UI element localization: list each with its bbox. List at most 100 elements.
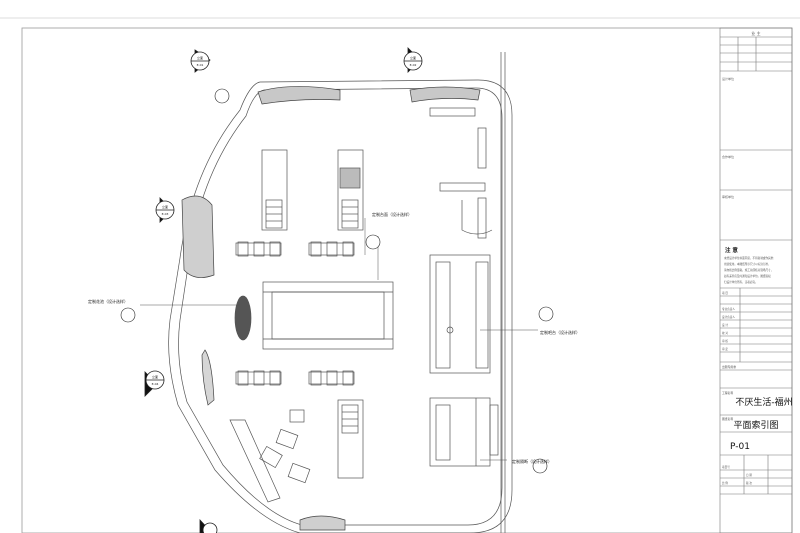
table-set bbox=[308, 242, 355, 256]
bar-back-counter bbox=[475, 261, 489, 369]
chair bbox=[310, 370, 322, 386]
notes-line: 未经设计单位书面同意，不得复制或作其他 bbox=[724, 256, 774, 260]
lounge-chair bbox=[287, 462, 311, 484]
planting-bed bbox=[409, 86, 481, 103]
sculpture-feature bbox=[234, 295, 252, 341]
annotation-label: 定制隔断（设计选样） bbox=[512, 458, 552, 464]
drawing-name: 平面索引图 bbox=[733, 419, 778, 431]
index-marker-label: E-02 bbox=[410, 63, 417, 67]
sink bbox=[446, 326, 454, 334]
chair bbox=[326, 241, 338, 257]
index-marker-label: E-04 bbox=[152, 382, 159, 386]
wall-shelf bbox=[477, 197, 487, 239]
chair bbox=[342, 241, 354, 257]
partition-cabinet bbox=[435, 404, 451, 461]
title-design-unit: 设计单位 bbox=[722, 76, 734, 81]
chair bbox=[269, 241, 281, 257]
project-name: 不厌生活-福州 bbox=[735, 396, 792, 408]
bar-counter-zone bbox=[429, 254, 491, 374]
shelf bbox=[439, 182, 486, 192]
footer-label: 日 期 bbox=[746, 473, 752, 477]
notes-line: 用途使用。本图纸所示尺寸以标注为准， bbox=[724, 262, 771, 266]
planting-bed bbox=[201, 349, 215, 406]
chair bbox=[253, 241, 265, 257]
title-review-unit: 审核单位 bbox=[722, 194, 734, 199]
building-outline-inner bbox=[178, 87, 503, 526]
title-consult-unit: 合作单位 bbox=[722, 154, 734, 159]
table-set bbox=[235, 242, 282, 256]
title-footer: 项目号 日 期 比 例 版 次 bbox=[722, 465, 752, 485]
index-marker-2: 立面 E-02 bbox=[403, 47, 423, 73]
index-marker-label: 立面 bbox=[410, 55, 416, 60]
side-table bbox=[289, 409, 305, 423]
planting-bed bbox=[257, 86, 341, 105]
drawing-number: P-01 bbox=[730, 442, 750, 452]
sheet-outer-border bbox=[21, 27, 793, 533]
column bbox=[489, 404, 499, 456]
drawing-name-label: 图纸名称 bbox=[722, 417, 733, 421]
notes-line: 归设计单位所有，违者必究。 bbox=[724, 280, 758, 284]
planting-bed bbox=[299, 515, 346, 531]
index-marker-label: 立面 bbox=[152, 374, 158, 379]
sign-row-label: 设 计 bbox=[722, 323, 728, 327]
chair bbox=[253, 370, 265, 386]
index-marker-label: E-03 bbox=[162, 212, 169, 216]
stamp-label: 出图专用章 bbox=[722, 365, 736, 369]
notes-line: 请勿按比例量取。施工前须核对现场尺寸， bbox=[724, 268, 773, 272]
shelf bbox=[429, 107, 476, 117]
partition-zone bbox=[429, 397, 491, 467]
index-marker-4: 立面 E-04 bbox=[144, 370, 165, 397]
title-header-top: 业 主 bbox=[751, 30, 760, 36]
chair bbox=[326, 370, 338, 386]
project-name-label: 工程名称 bbox=[722, 391, 733, 395]
sign-row-label: 项 目 bbox=[722, 291, 728, 295]
annotation-label: 定制花池（设计选样） bbox=[88, 298, 128, 304]
planting-bed bbox=[181, 195, 215, 278]
floor-plan bbox=[168, 52, 513, 533]
table-set bbox=[308, 371, 355, 385]
lounge-chair bbox=[259, 445, 283, 469]
index-marker-5 bbox=[199, 518, 218, 533]
building-outline-outer bbox=[168, 79, 513, 533]
bar-counter bbox=[435, 261, 451, 369]
index-marker-label: 立面 bbox=[197, 55, 203, 60]
footer-label: 比 例 bbox=[722, 481, 728, 485]
sign-row-label: 校 对 bbox=[722, 331, 728, 335]
door-swing bbox=[461, 200, 493, 235]
notes-title: 注 意 bbox=[725, 246, 738, 254]
chair bbox=[342, 370, 354, 386]
footer-label: 项目号 bbox=[722, 465, 730, 469]
footer-label: 版 次 bbox=[746, 481, 752, 485]
sign-row-label: 专业负责人 bbox=[722, 307, 735, 311]
chair bbox=[237, 241, 249, 257]
leader-lines bbox=[140, 218, 538, 461]
tall-cabinet bbox=[337, 149, 364, 231]
tall-cabinet bbox=[337, 399, 364, 479]
index-marker-label: E-01 bbox=[197, 63, 204, 67]
bench bbox=[229, 419, 281, 503]
index-marker-3: 立面 E-03 bbox=[155, 197, 175, 223]
cabinet-block bbox=[339, 167, 361, 189]
notes-text: 未经设计单位书面同意，不得复制或作其他 用途使用。本图纸所示尺寸以标注为准， 请… bbox=[724, 256, 774, 284]
sign-row-label: 审 定 bbox=[722, 347, 728, 351]
annotation-label: 定制吧台（设计选样） bbox=[540, 329, 580, 335]
index-marker-label: 立面 bbox=[162, 204, 168, 209]
chair bbox=[269, 370, 281, 386]
sign-row-label: 审 核 bbox=[722, 339, 728, 343]
annotation-label: 定制台面（设计选样） bbox=[372, 211, 412, 217]
sign-row-label: 设计负责人 bbox=[722, 315, 735, 319]
tall-cabinet bbox=[261, 149, 288, 231]
central-long-counter bbox=[262, 281, 394, 350]
wall-shelf bbox=[477, 127, 487, 169]
central-long-counter-inner bbox=[271, 291, 385, 340]
notes-line: 如有差异应及时通知设计单位。图纸版权 bbox=[724, 274, 771, 278]
chair bbox=[237, 370, 249, 386]
sign-rows: 项 目 专业负责人 设计负责人 设 计 校 对 审 核 审 定 bbox=[722, 291, 735, 351]
title-block bbox=[719, 27, 793, 533]
chair bbox=[310, 241, 322, 257]
table-set bbox=[235, 371, 282, 385]
section-callout bbox=[120, 88, 554, 474]
index-marker-1: 立面 E-01 bbox=[190, 49, 211, 73]
lounge-chair bbox=[275, 428, 299, 450]
